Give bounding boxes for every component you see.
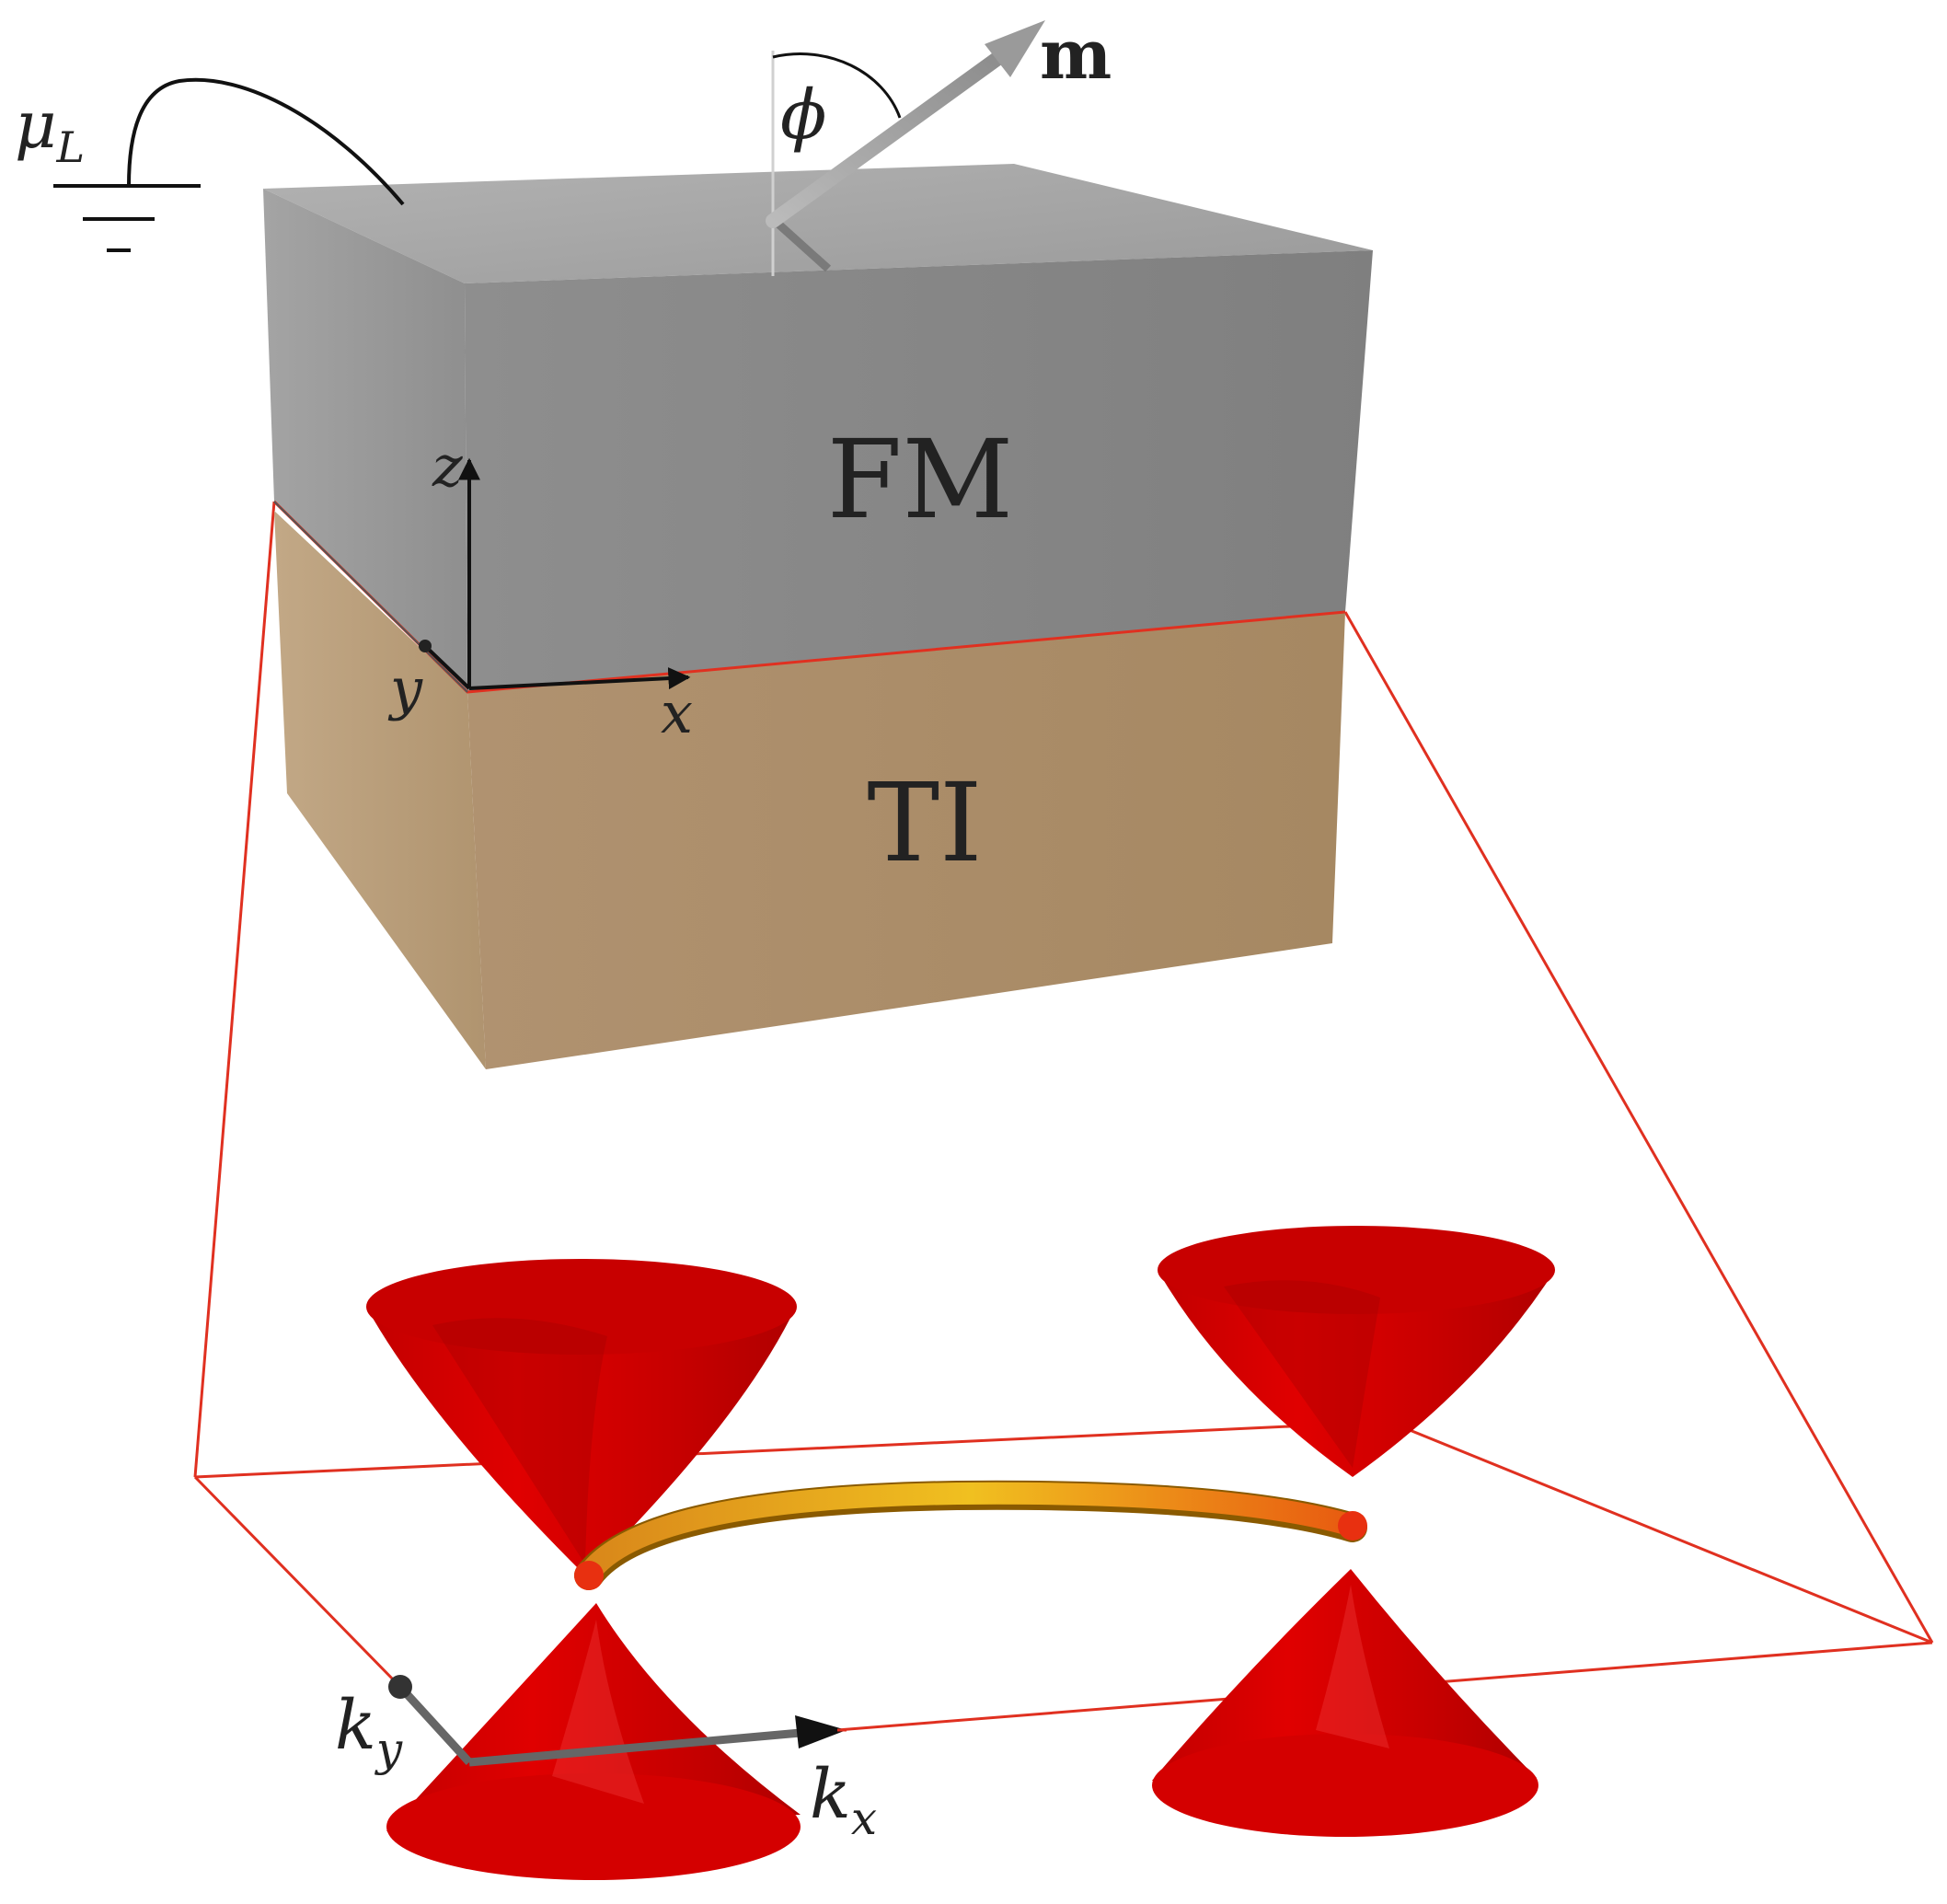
lead-wire <box>127 77 405 206</box>
ky-label: ky <box>335 1686 403 1776</box>
y-axis-stub <box>423 644 471 690</box>
fm-top-face <box>263 164 1373 283</box>
kx-label: kx <box>810 1755 877 1845</box>
ti-front-face <box>467 612 1345 1069</box>
magnetization: ϕ m <box>766 16 1112 276</box>
magnetization-arrow-shaft <box>766 40 1020 228</box>
right-upper-cone <box>1158 1226 1555 1477</box>
fm-side-face <box>263 189 467 692</box>
dirac-cones <box>366 1226 1555 1575</box>
fm-layer <box>263 164 1373 694</box>
magnetization-arrow-head <box>985 20 1045 77</box>
fermi-arc-end-right <box>1338 1511 1367 1541</box>
angle-label: ϕ <box>780 75 826 155</box>
x-axis-arrow <box>468 667 691 690</box>
in-plane-projection <box>769 215 832 272</box>
kx-axis-head <box>795 1715 847 1748</box>
ti-layer <box>274 511 1345 1069</box>
fm-front-face <box>465 250 1373 692</box>
x-axis-label: x <box>661 679 693 746</box>
y-axis-tip <box>419 640 432 652</box>
ky-axis-tip <box>388 1675 412 1699</box>
momentum-axes: ky kx <box>335 1675 877 1845</box>
fm-label: FM <box>827 416 1014 543</box>
right-lower-cone <box>1152 1569 1538 1837</box>
kx-sub: x <box>851 1792 877 1845</box>
ky-sub: y <box>374 1723 403 1776</box>
ti-label: TI <box>867 759 982 886</box>
angle-arc <box>772 52 902 119</box>
left-lower-cone <box>386 1603 801 1880</box>
left-upper-cone <box>366 1259 797 1575</box>
real-space-axes: z x y <box>387 433 693 746</box>
momentum-plane <box>194 1420 1933 1644</box>
fermi-arc-end-left <box>574 1561 604 1590</box>
projection-lines <box>193 501 1934 1644</box>
fermi-arc <box>574 1480 1367 1590</box>
ky-axis <box>397 1683 473 1766</box>
ti-side-face <box>274 511 486 1069</box>
y-axis-label: y <box>387 655 423 722</box>
magnetization-label: m <box>1040 16 1112 95</box>
kx-axis-shaft <box>468 1728 801 1767</box>
momentum-plane-front <box>193 1475 1933 1732</box>
lead-potential-symbol: μ <box>15 87 57 163</box>
lead-potential-subscript: L <box>56 122 86 172</box>
ky-base: k <box>335 1686 376 1765</box>
dirac-cones-lower <box>386 1569 1538 1880</box>
kx-base: k <box>810 1755 851 1834</box>
ground-lead <box>53 77 405 252</box>
z-axis-label: z <box>432 433 463 500</box>
lead-potential-label: μL <box>15 87 85 172</box>
